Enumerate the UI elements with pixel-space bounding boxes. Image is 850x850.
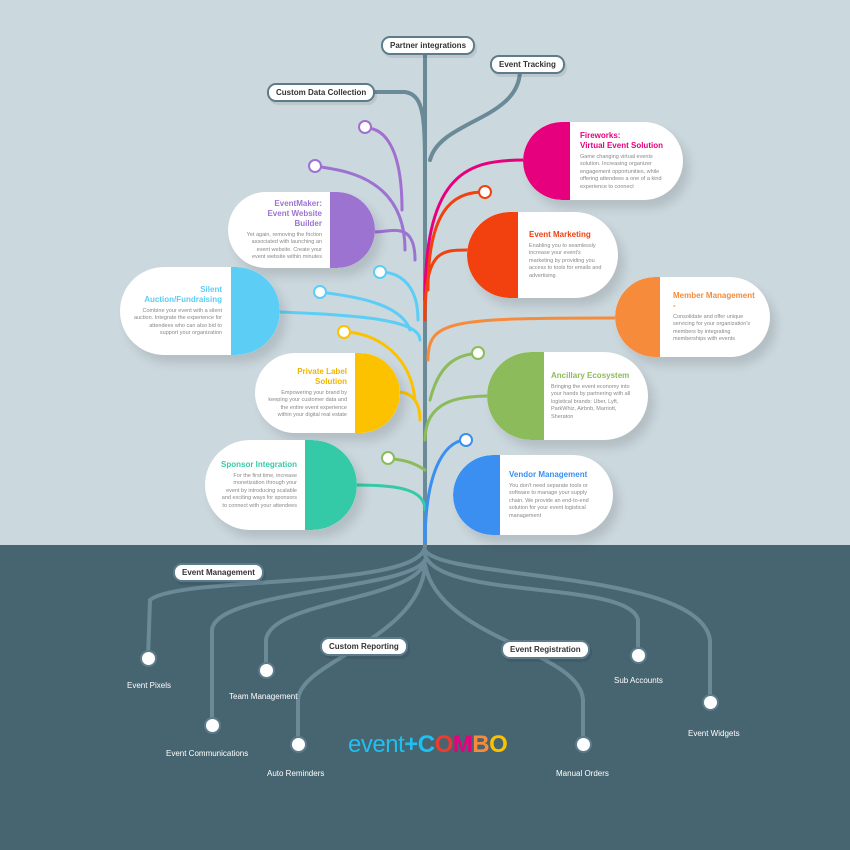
feature-node [140,650,157,667]
feature-event-pixels: Event Pixels [127,681,172,690]
tag-partner-integrations: Partner integrations [381,36,476,55]
logo-letter: M [452,731,473,758]
eventcombo-logo: event+COMBO [348,731,508,759]
logo-event: event [348,731,405,758]
card-text: Combine your event with a silent auction… [133,307,222,337]
feature-node [290,736,307,753]
feature-manual-orders: Manual Orders [556,769,609,778]
card-text: Consolidate and offer unique servicing f… [673,313,751,343]
logo-letter: B [472,731,490,758]
logo-letter: O [489,731,508,758]
card-text: Enabling you to seamlessly increase your… [529,242,602,279]
tag-custom-data-collection: Custom Data Collection [267,83,376,102]
feature-node [702,694,719,711]
card-title: Member Management - [673,290,755,310]
branch-node [313,285,327,299]
card-text: Bringing the event economy into your han… [551,383,631,420]
card-text: Yet again, removing the friction associa… [246,231,322,261]
card-title: Private Label Solution [297,366,347,386]
feature-team-management: Team Management [229,692,298,701]
feature-sub-accounts: Sub Accounts [614,676,663,685]
branch-node [373,265,387,279]
card-text: Empowering your brand by keeping your cu… [268,389,347,419]
feature-event-communications: Event Communications [166,749,249,758]
logo-letter: O [434,731,454,758]
feature-node [258,662,275,679]
feature-node [204,717,221,734]
card-title: EventMaker: Event Website Builder [267,198,322,228]
logo-letter: C [417,731,435,758]
card-title: Silent Auction/Fundraising [144,284,222,304]
tag-event-registration: Event Registration [501,640,590,659]
card-title: Sponsor Integration [221,459,297,469]
branch-node [478,185,492,199]
card-member-management: Member Management - Consolidate and offer… [615,277,770,357]
branch-node [358,120,372,134]
feature-node [575,736,592,753]
branch-node [459,433,473,447]
card-title: Vendor Management [509,469,588,479]
logo-plus: + [404,731,418,758]
feature-event-widgets: Event Widgets [688,729,740,738]
tag-custom-reporting: Custom Reporting [320,637,408,656]
card-title: Fireworks: Virtual Event Solution [580,130,663,150]
tag-event-management: Event Management [173,563,264,582]
card-text: Game changing virtual events solution. I… [580,153,662,190]
branch-node [381,451,395,465]
feature-auto-reminders: Auto Reminders [267,769,325,778]
card-title: Ancillary Ecosystem [551,370,630,380]
branch-node [471,346,485,360]
branch-node [337,325,351,339]
tag-event-tracking: Event Tracking [490,55,565,74]
card-text: For the first time, increase monetizatio… [221,472,297,509]
card-text: You don't need separate tools or softwar… [509,482,589,519]
card-title: Event Marketing [529,229,591,239]
branch-node [308,159,322,173]
feature-node [630,647,647,664]
